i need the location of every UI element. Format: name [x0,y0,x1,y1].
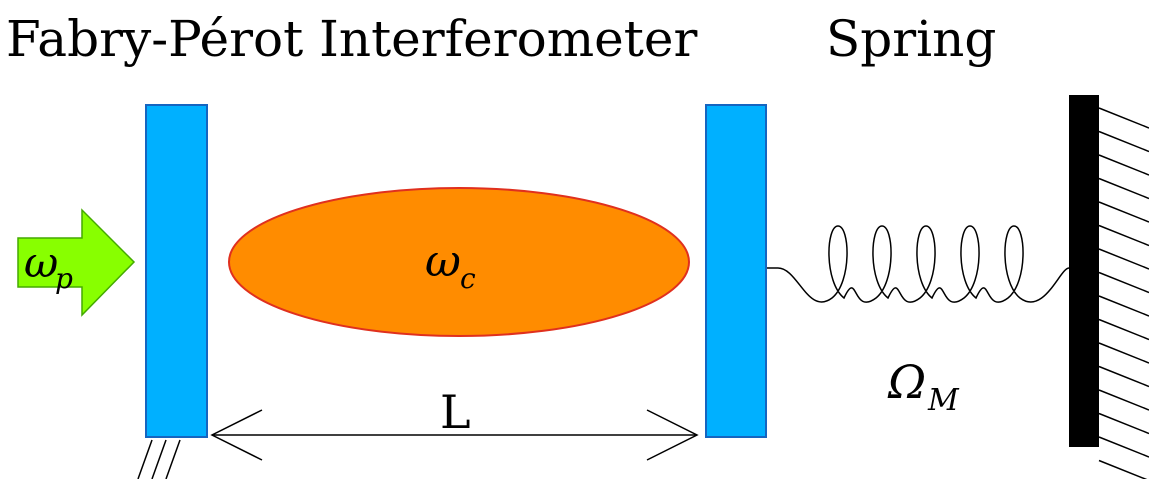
wall-hatch-line [1098,177,1149,200]
interferometer-title: Fabry-Pérot Interferometer [6,10,697,68]
wall-hatch-line [1098,412,1149,435]
length-arrow [210,409,699,461]
wall-hatch-line [1098,318,1149,341]
wall-hatch-line [1098,248,1149,270]
cavity-frequency-subscript: c [460,262,476,295]
cavity-frequency-symbol: ω [425,236,461,287]
wall-hatch-line [1098,365,1149,388]
wall-hatch-line [1098,201,1149,223]
right-mirror [705,104,767,438]
left-mirror-hatch [137,439,181,480]
wall-hatch-line [1098,224,1149,247]
mechanical-frequency-subscript: M [927,383,960,418]
spring-title: Spring [826,10,996,68]
wall-hatch-line [1098,295,1149,317]
cavity-field-ellipse [228,187,690,337]
pump-arrow [17,208,136,317]
wall-hatch-line [1098,436,1149,458]
pump-frequency-symbol: ω [24,238,58,287]
wall-hatch-line [1098,271,1149,294]
wall-hatch-line [1098,342,1149,364]
wall-hatch-line [1098,130,1149,153]
mechanical-frequency-symbol: Ω [887,355,926,409]
wall-hatch-line [1098,389,1149,411]
wall-hatch [1098,107,1149,482]
wall-hatch-line [1098,154,1149,176]
wall-hatch-line [1098,459,1149,482]
spring-coil [767,225,1070,303]
pump-frequency-subscript: p [55,262,73,295]
fixed-wall [1069,95,1099,447]
left-mirror [145,104,208,438]
wall-hatch-line [1098,107,1149,129]
cavity-length-label: L [440,385,471,439]
